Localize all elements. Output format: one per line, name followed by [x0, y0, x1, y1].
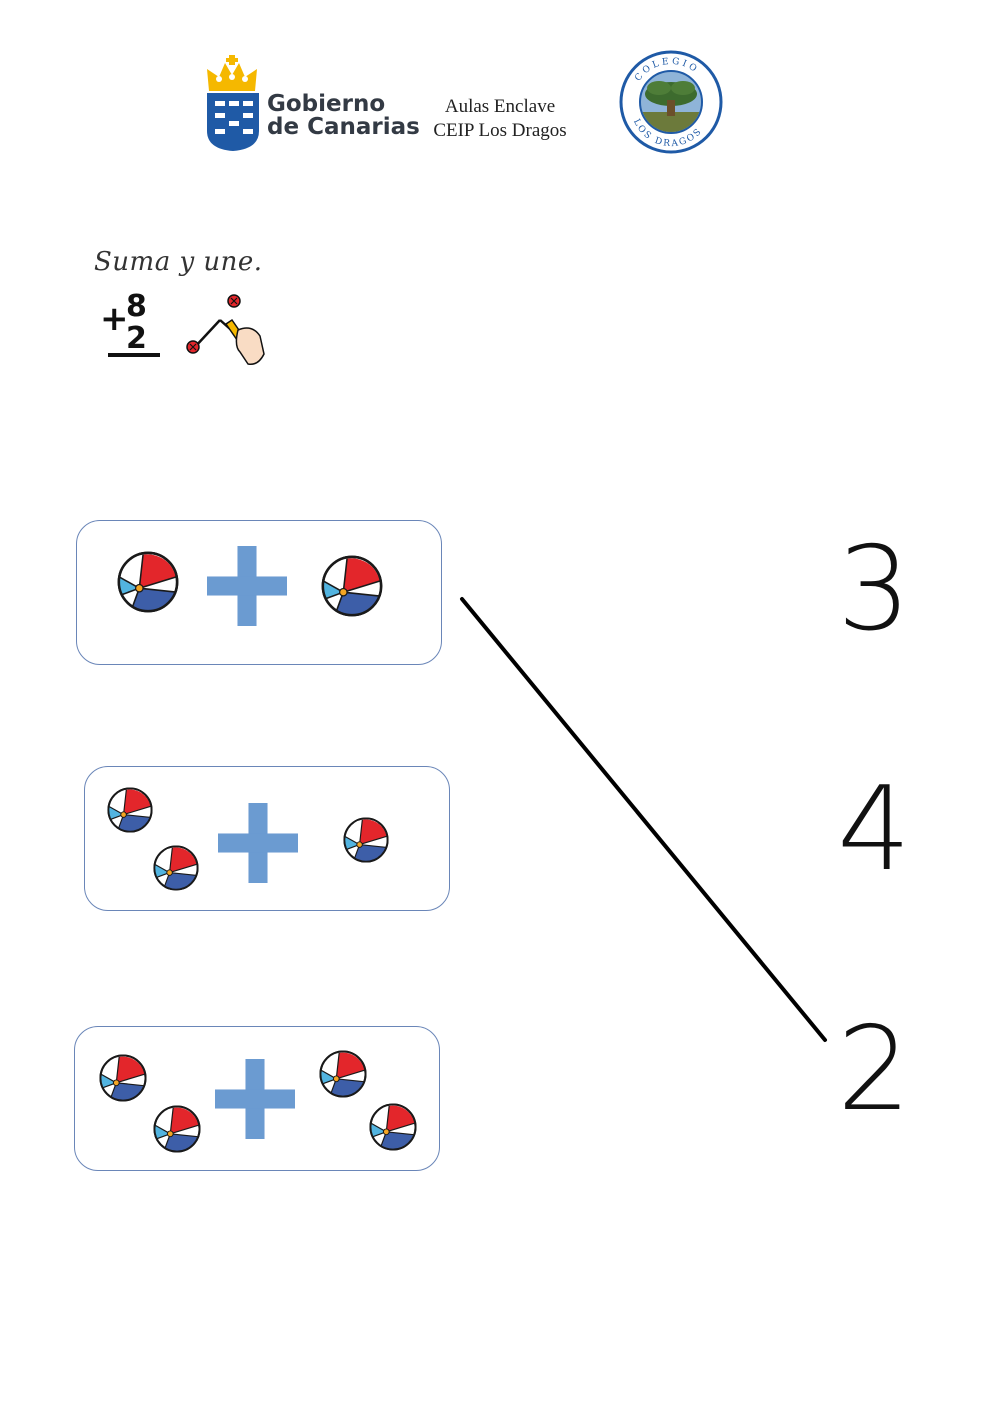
plus-icon	[205, 546, 289, 626]
shield-icon	[207, 93, 259, 151]
plus-icon	[216, 803, 300, 883]
program-name: Aulas Enclave	[444, 96, 556, 117]
crown-icon	[207, 55, 257, 91]
government-name: Gobierno de Canarias	[267, 93, 420, 139]
government-logo: Gobierno de Canarias	[205, 55, 420, 155]
answer-number-3[interactable]: 3	[837, 522, 911, 657]
beach-ball-icon	[343, 817, 389, 863]
school-name: CEIP Los Dragos	[433, 120, 567, 141]
beach-ball-icon	[107, 787, 153, 833]
beach-ball-icon	[153, 1105, 201, 1153]
answer-number-2[interactable]: 2	[837, 1002, 911, 1137]
government-name-line-1: Gobierno	[267, 91, 386, 117]
exercise-card-1	[76, 520, 442, 665]
answer-number-4[interactable]: 4	[837, 762, 911, 897]
exercise-card-2	[84, 766, 450, 911]
beach-ball-icon	[321, 555, 383, 617]
beach-ball-icon	[319, 1050, 367, 1098]
pictogram-digit-top: 8	[126, 289, 147, 324]
pictogram-plus-sign: +	[100, 299, 129, 339]
beach-ball-icon	[369, 1103, 417, 1151]
school-seal-logo: COLEGIO LOS DRAGOS	[619, 50, 723, 154]
header-center-text: Aulas Enclave CEIP Los Dragos	[420, 95, 580, 143]
pictogram-digit-bottom: 2	[126, 321, 147, 356]
beach-ball-icon	[153, 845, 199, 891]
beach-ball-icon	[99, 1054, 147, 1102]
pencil-hand-icon	[180, 290, 270, 370]
exercise-card-3	[74, 1026, 440, 1171]
instruction-text: Suma y une.	[94, 247, 263, 277]
sum-pictogram: 8 + 2	[96, 286, 176, 366]
plus-icon	[213, 1059, 297, 1139]
government-name-line-2: de Canarias	[267, 114, 420, 140]
beach-ball-icon	[117, 551, 179, 613]
